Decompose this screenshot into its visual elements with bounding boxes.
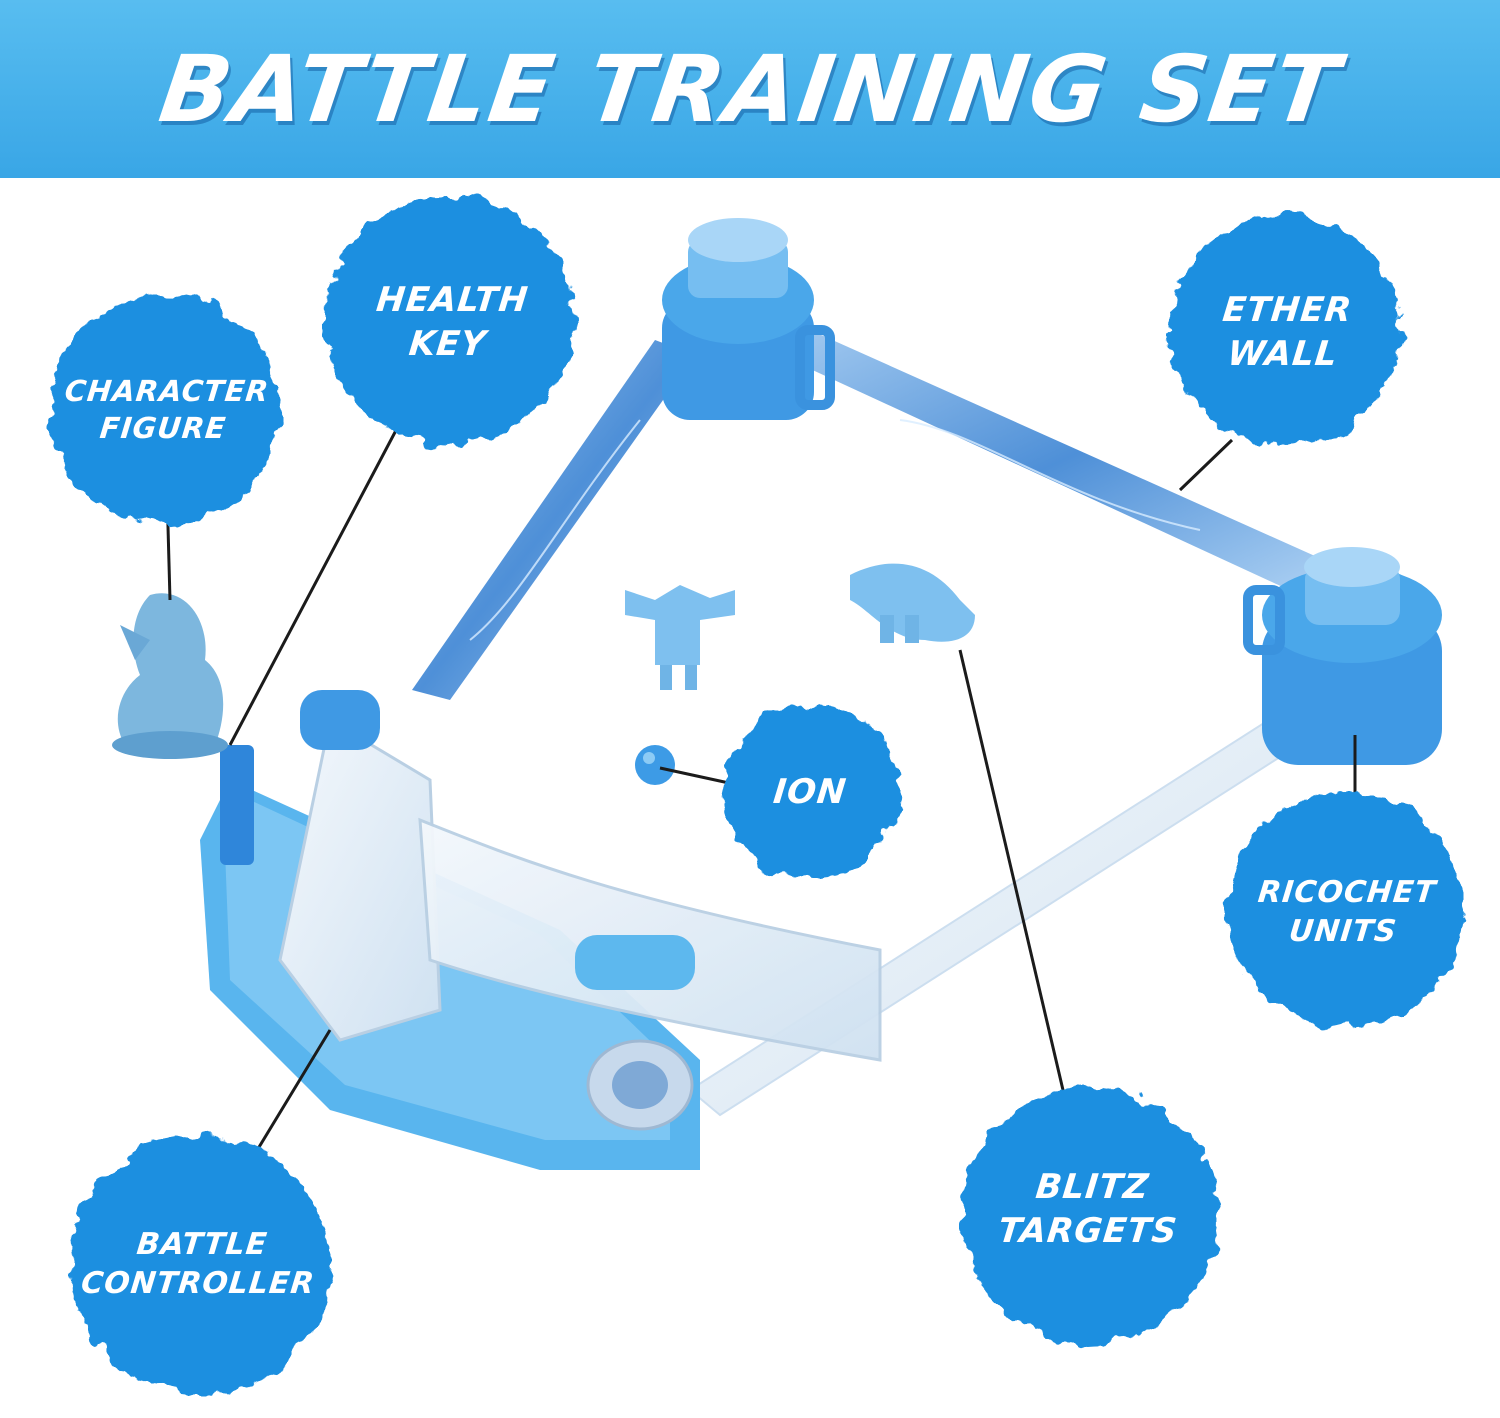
ion — [635, 745, 675, 785]
title-banner: BATTLE TRAINING SET — [0, 0, 1500, 178]
bubble-ricochet-units — [1227, 792, 1463, 1028]
label-health-key-line1: HEALTH — [374, 279, 531, 320]
character-figure — [112, 593, 228, 759]
label-blitz-targets: BLITZ TARGETS — [975, 1165, 1204, 1255]
label-ether-wall-line1: ETHER — [1220, 289, 1355, 330]
label-ricochet-units: RICOCHET UNITS — [1231, 870, 1460, 955]
battle-controller — [200, 690, 882, 1170]
ricochet-unit-top — [662, 218, 835, 420]
label-blitz-targets-line1: BLITZ — [1033, 1167, 1151, 1208]
label-battle-controller: BATTLE CONTROLLER — [56, 1222, 345, 1307]
bubble-health-key — [325, 195, 575, 445]
bubble-character-figure — [50, 295, 280, 525]
label-health-key-line2: KEY — [407, 323, 489, 364]
label-battle-controller-line1: BATTLE — [135, 1227, 270, 1263]
label-ether-wall-line2: WALL — [1225, 333, 1340, 374]
label-character-figure-line1: CHARACTER — [63, 373, 271, 408]
bubble-battle-controller — [70, 1135, 330, 1395]
label-ion: ION — [748, 770, 873, 815]
bubble-ether-wall — [1170, 215, 1400, 445]
label-blitz-targets-line2: TARGETS — [996, 1211, 1180, 1251]
bubble-ion — [722, 704, 898, 880]
label-ion-line1: ION — [771, 771, 849, 812]
label-ricochet-units-line2: UNITS — [1287, 913, 1399, 949]
label-ether-wall: ETHER WALL — [1181, 290, 1390, 375]
blitz-targets — [625, 563, 975, 690]
label-character-figure-line2: FIGURE — [98, 411, 228, 445]
label-health-key: HEALTH KEY — [346, 280, 555, 365]
label-ricochet-units-line1: RICOCHET — [1256, 875, 1438, 911]
label-character-figure: CHARACTER FIGURE — [36, 370, 294, 450]
bubble-blitz-targets — [962, 1087, 1218, 1343]
label-bubbles — [50, 195, 1463, 1395]
ricochet-unit-right — [1243, 547, 1442, 765]
label-battle-controller-line2: CONTROLLER — [79, 1265, 317, 1301]
